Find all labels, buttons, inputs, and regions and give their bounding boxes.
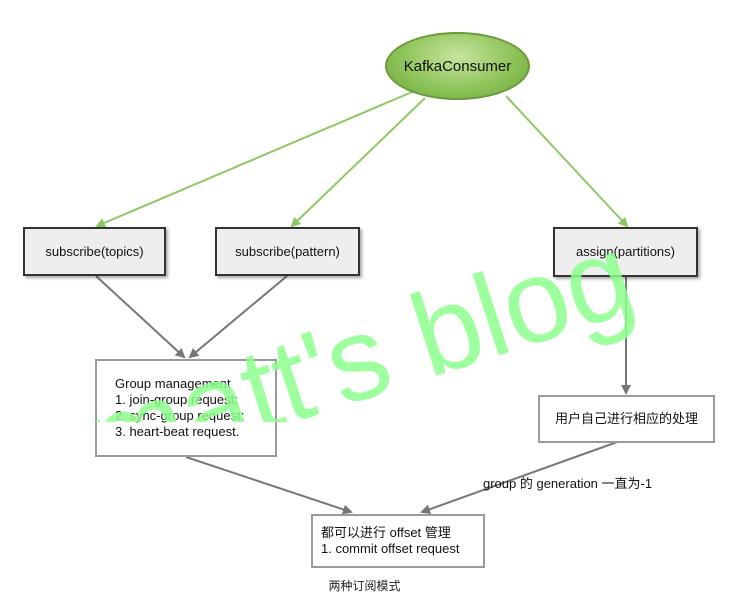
node-group-management: Group management 1. join-group request; … xyxy=(95,359,277,457)
node-subscribe-topics-label: subscribe(topics) xyxy=(45,243,144,259)
offset-management-title: 都可以进行 offset 管理 xyxy=(321,525,451,540)
node-user-handling: 用户自己进行相应的处理 xyxy=(538,395,715,443)
offset-management-line: 1. commit offset request xyxy=(321,541,460,556)
group-management-title: Group management xyxy=(115,376,231,391)
node-kafka-consumer: KafkaConsumer xyxy=(385,32,530,100)
node-subscribe-pattern-label: subscribe(pattern) xyxy=(235,243,340,259)
edge-group-to-offset xyxy=(185,456,353,515)
edge-root-to-subscribe-pattern xyxy=(290,97,426,228)
figure-caption: 两种订阅模式 xyxy=(328,579,401,593)
node-assign-partitions-label: assign(partitions) xyxy=(576,244,675,259)
edge-root-to-subscribe-topics xyxy=(95,91,413,228)
edge-label-generation: group 的 generation 一直为-1 xyxy=(483,476,653,491)
edge-pattern-to-group xyxy=(188,275,288,359)
node-user-handling-label: 用户自己进行相应的处理 xyxy=(554,411,698,426)
edge-topics-to-group xyxy=(95,275,186,359)
group-management-line-2: 2. sync-group request; xyxy=(115,408,245,423)
edge-root-to-assign-partitions xyxy=(505,95,629,228)
group-management-line-1: 1. join-group request; xyxy=(115,392,238,407)
node-subscribe-pattern: subscribe(pattern) xyxy=(215,227,360,276)
edge-user-to-offset xyxy=(420,440,621,515)
node-assign-partitions: assign(partitions) xyxy=(553,227,698,277)
group-management-line-3: 3. heart-beat request. xyxy=(115,424,240,439)
node-subscribe-topics: subscribe(topics) xyxy=(23,227,166,276)
node-kafka-consumer-label: KafkaConsumer xyxy=(403,57,512,75)
node-offset-management: 都可以进行 offset 管理 1. commit offset request xyxy=(311,514,485,568)
